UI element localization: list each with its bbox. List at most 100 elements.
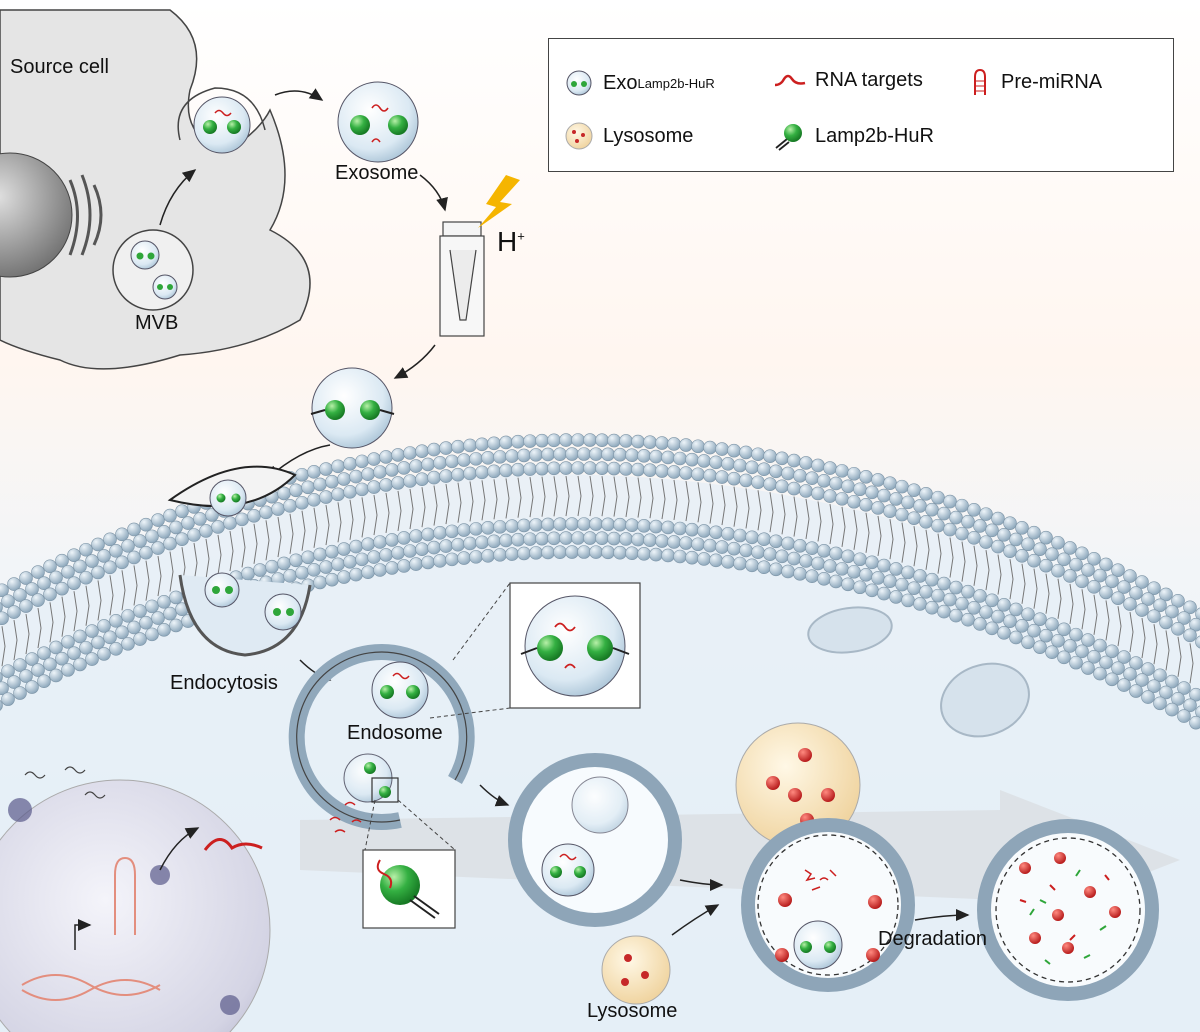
lipid-head bbox=[655, 436, 669, 450]
lipid-tail bbox=[337, 502, 342, 543]
lipid-tail bbox=[445, 484, 450, 525]
lipid-tail bbox=[49, 602, 54, 643]
lipid-tail bbox=[649, 478, 654, 519]
lipid-head bbox=[373, 465, 387, 479]
lysosome-small bbox=[601, 935, 671, 1005]
lipid-head bbox=[37, 674, 51, 688]
lipid-head bbox=[787, 551, 801, 566]
lipid-head bbox=[967, 503, 981, 517]
lipid-head bbox=[1099, 585, 1113, 600]
source-nucleus bbox=[0, 152, 73, 278]
zoom-inset-bottom bbox=[362, 799, 456, 929]
lipid-head bbox=[625, 546, 639, 561]
lipid-tail bbox=[769, 492, 774, 533]
lipid-tail bbox=[325, 504, 330, 546]
lipid-head bbox=[913, 597, 927, 611]
lipid-head bbox=[109, 614, 123, 628]
lipid-head bbox=[43, 657, 57, 672]
lipid-head bbox=[1105, 672, 1119, 687]
lipid-head bbox=[169, 618, 183, 633]
lipid-head bbox=[835, 492, 849, 506]
mvb-label: MVB bbox=[135, 312, 179, 334]
lipid-head bbox=[727, 443, 741, 458]
lipid-head bbox=[871, 473, 885, 487]
lipid-tail bbox=[805, 498, 810, 540]
lipid-tail bbox=[529, 477, 534, 518]
lipid-tail bbox=[517, 477, 522, 518]
lipid-head bbox=[133, 632, 147, 646]
lipid-head bbox=[661, 450, 675, 465]
lipid-head bbox=[97, 549, 111, 563]
lipid-head bbox=[31, 593, 45, 607]
lipid-tail bbox=[265, 520, 270, 561]
lipid-head bbox=[97, 647, 111, 661]
lipid-tail bbox=[121, 570, 126, 611]
lipid-tail bbox=[1177, 636, 1182, 677]
lipid-head bbox=[721, 555, 735, 569]
lipid-head bbox=[1045, 645, 1059, 659]
lipid-tail bbox=[481, 480, 486, 521]
lipid-head bbox=[685, 522, 699, 537]
lipid-head bbox=[0, 601, 3, 613]
lipid-head bbox=[289, 553, 303, 568]
lipid-head bbox=[1159, 587, 1173, 602]
lipid-head bbox=[61, 635, 75, 649]
lipid-tail bbox=[493, 479, 498, 520]
lipid-head bbox=[1057, 622, 1071, 637]
lipid-head bbox=[1171, 622, 1185, 636]
lipid-head bbox=[481, 549, 495, 563]
lipid-tail bbox=[637, 477, 642, 518]
lipid-head bbox=[1039, 558, 1053, 573]
lipid-head bbox=[595, 531, 609, 546]
lipid-head bbox=[793, 538, 807, 553]
lipid-head bbox=[955, 526, 969, 541]
lipid-head bbox=[547, 433, 561, 448]
lipid-head bbox=[439, 441, 453, 455]
lipid-head bbox=[685, 452, 699, 467]
lipid-head bbox=[769, 534, 783, 549]
lipid-head bbox=[811, 486, 825, 501]
lipid-head bbox=[1117, 580, 1131, 594]
lipid-head bbox=[313, 575, 327, 590]
lipid-head bbox=[745, 460, 759, 475]
lipid-head bbox=[1033, 612, 1047, 626]
lipid-head bbox=[763, 449, 777, 464]
lipid-head bbox=[613, 517, 627, 532]
lipid-head bbox=[13, 686, 27, 700]
h-label: H bbox=[497, 226, 518, 257]
lipid-head bbox=[169, 520, 183, 535]
lipid-head bbox=[1189, 617, 1200, 632]
lipid-head bbox=[79, 570, 93, 585]
legend-exo-text: Exo bbox=[603, 71, 638, 94]
lipid-head bbox=[541, 447, 555, 462]
lipid-head bbox=[607, 433, 621, 448]
lipid-tail bbox=[169, 551, 174, 592]
lipid-head bbox=[775, 451, 789, 466]
lipid-head bbox=[247, 508, 261, 523]
lipid-head bbox=[355, 454, 369, 469]
lipid-head bbox=[349, 469, 363, 484]
lipid-head bbox=[37, 646, 51, 660]
lipid-head bbox=[109, 544, 123, 558]
lipid-head bbox=[865, 485, 879, 500]
lipid-head bbox=[73, 559, 87, 574]
lipid-head bbox=[121, 637, 135, 651]
lipid-head bbox=[1093, 568, 1107, 583]
lipid-head bbox=[121, 609, 135, 623]
lipid-head bbox=[589, 517, 603, 531]
lipid-head bbox=[679, 438, 693, 452]
lipid-head bbox=[433, 526, 447, 540]
endosome-label: Endosome bbox=[347, 722, 443, 744]
lipid-head bbox=[961, 584, 975, 599]
lipid-head bbox=[595, 433, 609, 448]
lipid-head bbox=[847, 466, 861, 481]
lipid-head bbox=[163, 606, 177, 621]
lipid-head bbox=[1033, 640, 1047, 654]
lipid-head bbox=[943, 592, 957, 607]
lipid-head bbox=[121, 539, 135, 553]
lipid-head bbox=[1015, 619, 1029, 633]
lipid-head bbox=[727, 471, 741, 486]
lipid-head bbox=[19, 599, 33, 613]
lipid-head bbox=[1159, 615, 1173, 630]
lipid-head bbox=[0, 699, 3, 711]
